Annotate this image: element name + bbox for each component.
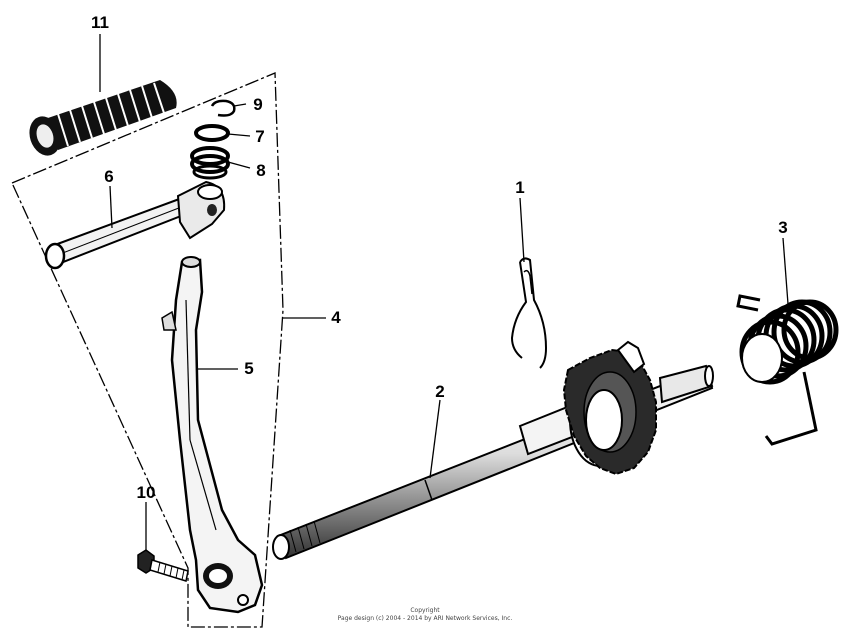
callout-7: 7 [255, 127, 264, 146]
ratchet-clip-part [510, 257, 548, 369]
washer-part [194, 124, 230, 142]
kick-lever-part [161, 256, 264, 614]
return-spring-part [736, 294, 839, 446]
kick-arm-part [44, 180, 226, 270]
callout-10: 10 [137, 483, 156, 502]
leader-lines [99, 34, 789, 550]
callout-9: 9 [253, 95, 262, 114]
assembly-outline [11, 72, 284, 628]
circlip-part [210, 99, 236, 117]
bolt-part [137, 549, 189, 582]
spindle-part [272, 340, 714, 560]
callout-6: 6 [104, 167, 113, 186]
callout-2: 2 [435, 382, 444, 401]
copyright-heading: Copyright [410, 607, 440, 614]
spring-part [190, 146, 230, 180]
callout-1: 1 [515, 178, 524, 197]
callout-4: 4 [331, 308, 341, 327]
callout-8: 8 [256, 161, 265, 180]
grip-rubber-part [29, 80, 177, 156]
copyright-text: Page design (c) 2004 - 2014 by ARI Netwo… [338, 615, 513, 622]
callout-11: 11 [91, 13, 109, 32]
callout-5: 5 [244, 359, 253, 378]
callout-3: 3 [778, 218, 787, 237]
